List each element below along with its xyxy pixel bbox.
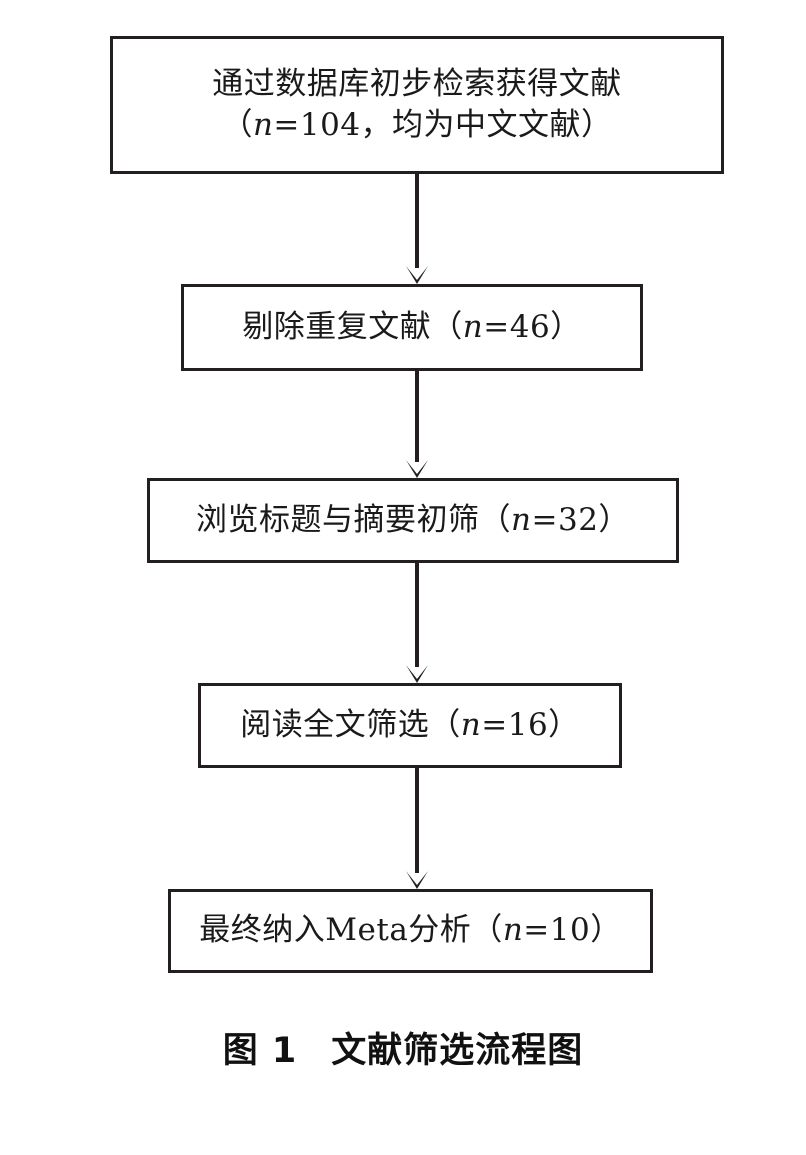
figure-caption: 图 1 文献筛选流程图 <box>0 1022 806 1073</box>
flow-box-full-text-screening-label: 阅读全文筛选（n=16） <box>240 706 580 743</box>
flow-box-included-in-meta-analysis-label: 最终纳入Meta分析（n=10） <box>199 912 622 949</box>
n-symbol: n <box>462 308 484 345</box>
flow-box-remove-duplicates: 剔除重复文献（n=46） <box>181 284 643 371</box>
flow-box-included-in-meta-analysis: 最终纳入Meta分析（n=10） <box>168 889 653 973</box>
flow-box-remove-duplicates-label: 剔除重复文献（n=46） <box>242 308 582 345</box>
figure-caption-label: 图 1 <box>222 1031 298 1071</box>
n-symbol: n <box>460 706 482 743</box>
arrow-shaft <box>415 768 419 873</box>
arrow-down-1 <box>406 174 428 284</box>
arrow-down-3 <box>406 563 428 683</box>
arrow-head-icon <box>406 266 428 284</box>
figure-caption-title: 文献筛选流程图 <box>331 1031 584 1071</box>
flow-box-title-abstract-screening: 浏览标题与摘要初筛（n=32） <box>147 478 679 563</box>
n-symbol: n <box>502 912 524 949</box>
arrow-down-4 <box>406 768 428 889</box>
flow-box-database-search-label: 通过数据库初步检索获得文献（n=104，均为中文文献） <box>212 65 622 143</box>
n-symbol: n <box>252 107 274 143</box>
arrow-down-2 <box>406 371 428 478</box>
flow-box-full-text-screening: 阅读全文筛选（n=16） <box>198 683 622 768</box>
arrow-shaft <box>415 563 419 667</box>
arrow-shaft <box>415 174 419 268</box>
arrow-shaft <box>415 371 419 462</box>
n-symbol: n <box>511 501 532 538</box>
flow-box-title-abstract-screening-label: 浏览标题与摘要初筛（n=32） <box>196 501 630 538</box>
arrow-head-icon <box>406 665 428 683</box>
arrow-head-icon <box>406 871 428 889</box>
arrow-head-icon <box>406 460 428 478</box>
flow-box-database-search: 通过数据库初步检索获得文献（n=104，均为中文文献） <box>110 36 724 174</box>
